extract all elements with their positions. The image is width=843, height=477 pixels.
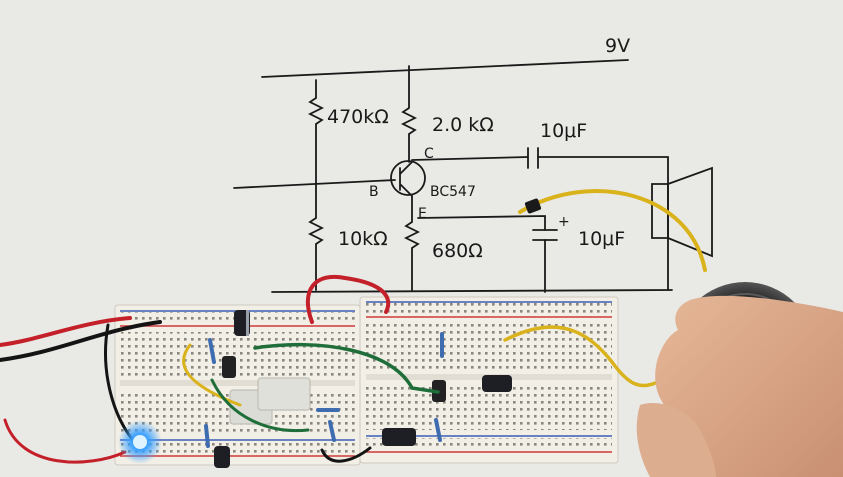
label-c2-plus: + [558, 214, 570, 230]
resistors [204, 332, 444, 448]
label-supply: 9V [605, 35, 630, 57]
transistor-left [222, 356, 236, 378]
yellow-wire-plug [524, 198, 542, 214]
label-collector: C [424, 146, 434, 162]
electrolytic-capacitor-2 [482, 375, 512, 392]
blue-led [133, 435, 147, 449]
transistor-symbol [390, 160, 426, 196]
electrolytic-capacitor-4 [214, 446, 230, 468]
label-base: B [369, 184, 379, 200]
wires [0, 189, 707, 464]
hand [636, 295, 843, 477]
label-c2: 10μF [578, 228, 625, 250]
red-wire-bottom [3, 418, 127, 464]
label-emitter: E [418, 206, 427, 222]
label-re: 680Ω [432, 240, 483, 262]
resistor-470k [307, 79, 325, 291]
red-jumper-top [305, 274, 391, 324]
label-r2: 10kΩ [338, 228, 388, 250]
black-wire-left [0, 320, 162, 362]
label-c1: 10μF [540, 120, 587, 142]
yellow-jumper-left [182, 343, 242, 407]
schematic [233, 59, 713, 293]
green-wire [253, 342, 440, 394]
electrolytic-capacitor-3 [382, 428, 416, 446]
electrolytic-capacitor-1 [234, 310, 250, 336]
capacitor-c1-symbol [527, 147, 539, 169]
label-transistor: BC547 [430, 184, 476, 200]
resistor-2k [400, 65, 418, 163]
base-line [233, 179, 396, 189]
label-rc: 2.0 kΩ [432, 114, 494, 136]
resistor-680 [403, 195, 421, 291]
yellow-wire-board [503, 325, 664, 388]
green-jumper-left [210, 378, 310, 433]
label-r1: 470kΩ [327, 106, 389, 128]
red-wire-left [0, 316, 132, 347]
ground-line [271, 289, 673, 293]
supply-rail [261, 59, 629, 78]
black-jumper-bottom [320, 446, 372, 463]
yellow-wire-speaker [518, 189, 707, 272]
